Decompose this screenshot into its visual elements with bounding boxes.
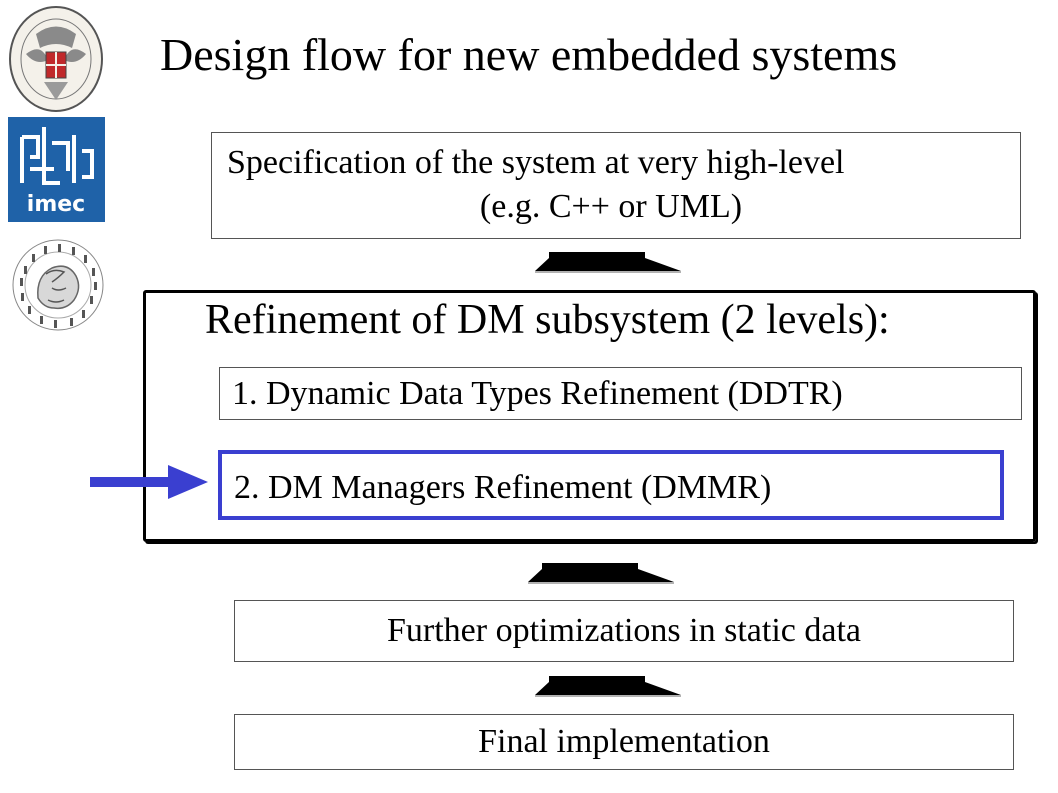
specification-box: Specification of the system at very high…: [211, 132, 1021, 239]
university-seal-logo: [6, 4, 106, 119]
pointer-arrow: [90, 463, 210, 506]
imec-logo-text: imec: [27, 192, 85, 217]
flow-down-arrow-1: [535, 252, 681, 279]
greek-university-seal-icon: [12, 239, 104, 331]
dmmr-box: 2. DM Managers Refinement (DMMR): [218, 450, 1004, 520]
flow-down-arrow-icon: [535, 252, 681, 273]
ddtr-box: 1. Dynamic Data Types Refinement (DDTR): [219, 367, 1022, 420]
greek-university-seal-logo: [8, 238, 108, 338]
flow-down-arrow-icon: [528, 563, 674, 584]
specification-line-1: Specification of the system at very high…: [227, 144, 845, 181]
specification-line-2: (e.g. C++ or UML): [479, 188, 743, 225]
imec-logo: imec: [8, 117, 105, 227]
flow-down-arrow-3: [535, 676, 681, 703]
refinement-frame: [143, 290, 1036, 542]
page-title: Design flow for new embedded systems: [160, 29, 898, 80]
pointer-arrow-icon: [90, 465, 208, 499]
imec-logo-icon: imec: [8, 117, 105, 222]
flow-down-arrow-2: [528, 563, 674, 590]
flow-down-arrow-icon: [535, 676, 681, 697]
university-seal-icon: [9, 6, 103, 112]
refinement-title: Refinement of DM subsystem (2 levels):: [205, 297, 890, 343]
further-optimizations-box: Further optimizations in static data: [234, 600, 1014, 662]
final-implementation-box: Final implementation: [234, 714, 1014, 770]
